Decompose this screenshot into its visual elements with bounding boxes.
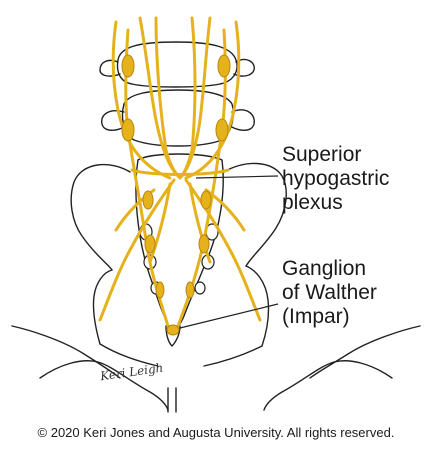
label-superior-hypogastric-plexus: Superior hypogastric plexus bbox=[282, 143, 389, 215]
ganglion-right-5 bbox=[185, 281, 195, 299]
ganglion-left-3 bbox=[142, 190, 154, 210]
nerve-branch-6 bbox=[184, 20, 241, 180]
lumbar-vertebra-upper bbox=[116, 41, 238, 88]
label-line: (Impar) bbox=[282, 305, 350, 328]
ganglion-left-4 bbox=[144, 234, 156, 254]
hypogastric-nerve-left bbox=[98, 178, 176, 322]
leader-line-superior-plexus bbox=[195, 175, 279, 179]
nerve-branch-2 bbox=[154, 16, 182, 180]
label-line: Ganglion bbox=[282, 257, 367, 280]
copyright-notice: © 2020 Keri Jones and Augusta University… bbox=[37, 425, 395, 440]
nerve-branch-5 bbox=[178, 16, 197, 180]
sympathetic-trunk-right bbox=[176, 28, 227, 328]
coccyx bbox=[165, 325, 181, 347]
plexus-branch-right-lateral bbox=[204, 188, 246, 232]
ischium-left bbox=[39, 360, 169, 411]
label-line: of Walther bbox=[282, 281, 377, 304]
transverse-process-left-upper bbox=[99, 59, 121, 77]
iliac-wing-left bbox=[70, 163, 131, 271]
iliac-crest-left-inner bbox=[92, 269, 113, 345]
label-ganglion-impar: Ganglion of Walther (Impar) bbox=[282, 257, 377, 329]
label-line: hypogastric bbox=[282, 167, 390, 190]
iliac-crest-right-inner bbox=[245, 265, 270, 347]
pelvis-lower-right bbox=[309, 325, 421, 379]
label-line: plexus bbox=[282, 191, 343, 214]
ganglion-left-2 bbox=[121, 118, 135, 142]
ganglion-right-4 bbox=[198, 234, 210, 254]
ganglion-right-3 bbox=[200, 190, 212, 210]
hypogastric-nerve-right bbox=[184, 178, 262, 322]
iliac-wing-right bbox=[223, 162, 287, 267]
transverse-process-right-upper bbox=[233, 58, 255, 77]
nerve-branch-3 bbox=[111, 20, 172, 180]
pelvis-lower-left bbox=[11, 325, 121, 379]
label-line: Superior bbox=[282, 143, 362, 166]
lumbar-vertebra-lower bbox=[121, 89, 234, 147]
ganglion-left-1 bbox=[121, 54, 135, 78]
transverse-process-right-lower bbox=[229, 109, 255, 131]
hypogastric-nerve-left-2 bbox=[148, 182, 172, 264]
plexus-crosslink bbox=[130, 168, 230, 176]
ganglion-right-1 bbox=[217, 54, 231, 78]
sacral-foramen-r3 bbox=[194, 281, 206, 295]
ischium-right bbox=[263, 360, 393, 411]
transverse-process-left-lower bbox=[101, 110, 127, 131]
ganglion-impar bbox=[166, 324, 180, 336]
sympathetic-trunk-left bbox=[124, 28, 170, 328]
pelvic-inlet-arc bbox=[99, 343, 263, 367]
leader-line-ganglion-impar bbox=[179, 303, 279, 329]
pubic-symphysis bbox=[167, 387, 177, 413]
ganglion-left-5 bbox=[155, 281, 165, 299]
ganglion-right-2 bbox=[215, 118, 229, 142]
hypogastric-nerve-right-2 bbox=[188, 182, 212, 264]
